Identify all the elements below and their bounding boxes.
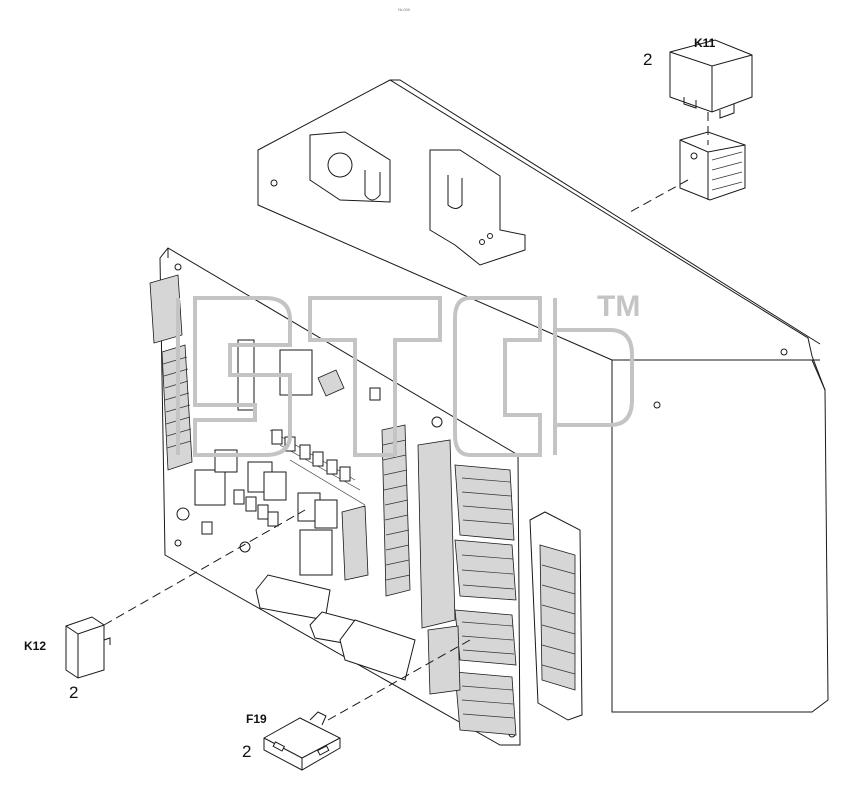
k12-code: K12 [24, 639, 46, 653]
k12-leader [103, 509, 306, 626]
relay-socket-k11 [679, 131, 746, 201]
side-connector [529, 511, 583, 721]
fuse-f19: F19 2 [242, 711, 341, 771]
k12-qty: 2 [69, 683, 78, 702]
f19-qty: 2 [242, 742, 251, 761]
control-unit-housing [257, 79, 829, 713]
watermark-trademark: TM [597, 290, 640, 323]
circuit-board [149, 247, 521, 746]
k11-leader-b [629, 179, 689, 213]
relay-k12: K12 2 [24, 616, 111, 702]
f19-code: F19 [246, 712, 267, 726]
top-note: № 000 [398, 7, 411, 12]
k11-qty: 2 [643, 50, 652, 69]
watermark: TM [176, 290, 640, 457]
relay-k11: K11 2 [643, 36, 753, 119]
k11-code: K11 [694, 36, 716, 50]
